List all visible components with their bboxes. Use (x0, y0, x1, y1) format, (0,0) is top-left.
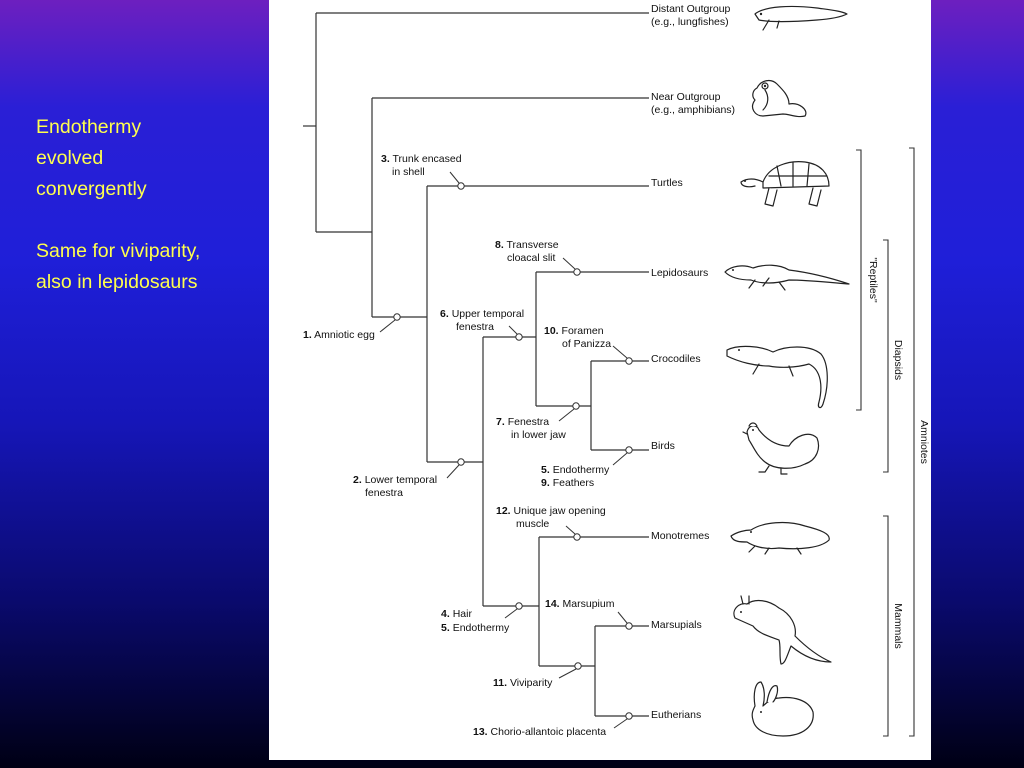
taxon-monotremes: Monotremes (651, 530, 709, 542)
character-nodes (393, 182, 633, 720)
label-cloacal-slit-2: cloacal slit (507, 252, 556, 264)
bracket-amniotes (909, 147, 915, 737)
node-jaw-muscle (573, 533, 581, 541)
leader-amniotic-egg (379, 319, 396, 333)
label-fenestra-lower-jaw: 7. Fenestra (496, 416, 549, 428)
leader-placenta (613, 718, 628, 729)
taxon-near-outgroup-example: (e.g., amphibians) (651, 104, 735, 116)
tortoise-icon (740, 161, 830, 207)
group-label-reptiles: "Reptiles" (867, 257, 879, 303)
taxon-near-outgroup: Near Outgroup (651, 91, 721, 103)
cladogram: 1. Amniotic egg 3. Trunk encased in shel… (303, 3, 930, 738)
taxon-lepidosaurs: Lepidosaurs (651, 267, 708, 279)
node-trunk-shell (457, 182, 465, 190)
bracket-reptiles (856, 149, 862, 411)
label-foramen-panizza-2: of Panizza (562, 338, 611, 350)
lungfish-icon (754, 5, 848, 31)
lizard-icon (724, 264, 850, 291)
taxon-labels: Distant Outgroup (e.g., lungfishes) Near… (651, 3, 735, 721)
label-feathers: 9. Feathers (541, 477, 594, 489)
node-fenestra-lower-jaw (572, 402, 580, 410)
label-lower-fenestra-2: fenestra (365, 487, 403, 499)
label-jaw-muscle: 12. Unique jaw opening (496, 505, 606, 517)
leader-endothermy-feathers (612, 452, 628, 466)
label-upper-fenestra-2: fenestra (456, 321, 494, 333)
taxon-distant-outgroup-example: (e.g., lungfishes) (651, 16, 729, 28)
platypus-icon (730, 521, 830, 555)
crocodile-icon (726, 345, 828, 409)
leader-marsupium (617, 611, 628, 624)
rooster-icon (742, 422, 820, 475)
node-hair-endothermy (515, 602, 523, 610)
label-lower-fenestra: 2. Lower temporal (353, 474, 437, 486)
label-upper-fenestra: 6. Upper temporal (440, 308, 524, 320)
label-placenta: 13. Chorio-allantoic placenta (473, 726, 606, 738)
label-hair: 4. Hair (441, 608, 472, 620)
leader-jaw-muscle (565, 525, 576, 535)
leader-viviparity (558, 668, 577, 679)
label-fenestra-lower-jaw-2: in lower jaw (511, 429, 566, 441)
label-trunk-shell: 3. Trunk encased (381, 153, 462, 165)
taxon-turtles: Turtles (651, 177, 683, 189)
group-label-amniotes: Amniotes (918, 420, 930, 464)
node-amniotic-egg (393, 313, 401, 321)
group-brackets (856, 147, 915, 737)
leader-upper-fenestra (508, 325, 518, 335)
label-endothermy-birds: 5. Endothermy (541, 464, 610, 476)
node-upper-fenestra (515, 333, 523, 341)
leader-fenestra-lower-jaw (558, 408, 575, 422)
slide-paragraph-endothermy: Endothermy evolved convergently (36, 116, 147, 200)
label-amniotic-egg: 1. Amniotic egg (303, 329, 375, 341)
label-marsupium: 14. Marsupium (545, 598, 615, 610)
node-lower-fenestra (457, 458, 465, 466)
kangaroo-icon (733, 595, 832, 665)
group-labels: "Reptiles" Diapsids Amniotes Mammals (867, 257, 930, 648)
slide-paragraph-viviparity: Same for viviparity, also in lepidosaurs (36, 240, 201, 293)
leader-foramen-panizza (612, 345, 628, 359)
node-placenta (625, 712, 633, 720)
leader-lines (379, 171, 628, 729)
taxon-marsupials: Marsupials (651, 619, 702, 631)
group-label-mammals: Mammals (892, 603, 904, 649)
rabbit-icon (751, 681, 814, 737)
bracket-diapsids (883, 239, 889, 473)
group-label-diapsids: Diapsids (892, 340, 904, 380)
node-marsupium (625, 622, 633, 630)
label-jaw-muscle-2: muscle (516, 518, 549, 530)
cladogram-panel: 1. Amniotic egg 3. Trunk encased in shel… (269, 0, 931, 760)
label-endothermy-mammals: 5. Endothermy (441, 622, 510, 634)
tree-branches (303, 12, 649, 717)
label-foramen-panizza: 10. Foramen (544, 325, 604, 337)
leader-cloacal-slit (562, 257, 576, 270)
node-endothermy-feathers (625, 446, 633, 454)
node-cloacal-slit (573, 268, 581, 276)
taxon-crocodiles: Crocodiles (651, 353, 701, 365)
label-viviparity: 11. Viviparity (493, 677, 553, 689)
slide-text: Endothermy evolved convergently Same for… (36, 112, 261, 329)
taxon-distant-outgroup: Distant Outgroup (651, 3, 731, 15)
label-trunk-shell-2: in shell (392, 166, 425, 178)
taxon-eutherians: Eutherians (651, 709, 701, 721)
leader-lower-fenestra (446, 464, 460, 479)
taxon-birds: Birds (651, 440, 675, 452)
leader-trunk-shell (449, 171, 460, 184)
leader-hair-endothermy (504, 608, 518, 619)
label-cloacal-slit: 8. Transverse (495, 239, 559, 251)
frog-icon (751, 79, 807, 118)
character-labels: 1. Amniotic egg 3. Trunk encased in shel… (303, 153, 615, 738)
node-viviparity (574, 662, 582, 670)
node-foramen-panizza (625, 357, 633, 365)
bracket-mammals (883, 515, 889, 737)
